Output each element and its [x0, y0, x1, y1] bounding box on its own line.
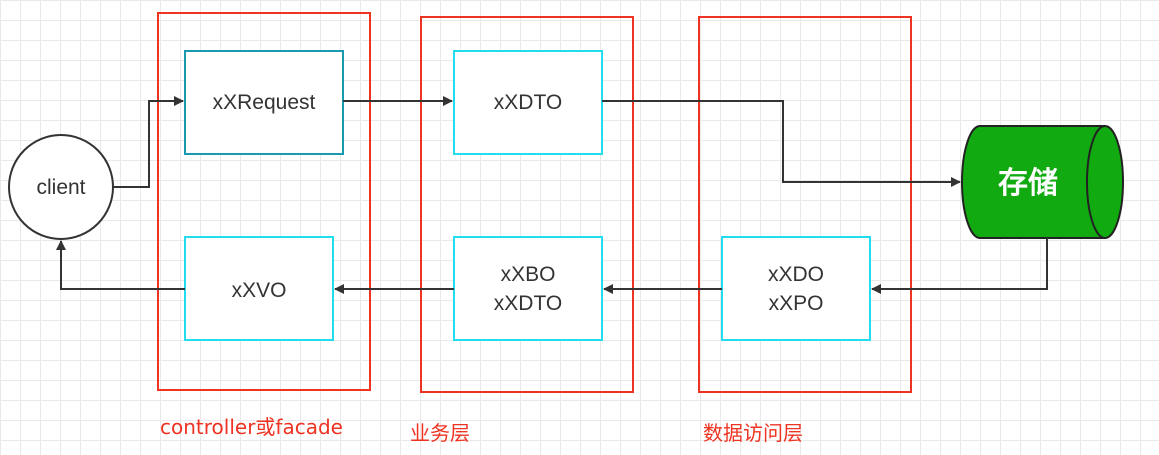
- request-node-box: [184, 50, 344, 155]
- do-label-line2: xXPO: [769, 292, 824, 315]
- arrow-client-to-request: [113, 96, 184, 188]
- bo-label-line2: xXDTO: [494, 292, 562, 315]
- do-node-box: [721, 236, 871, 341]
- arrow-vo-to-client: [56, 240, 185, 290]
- dto-node-box: [453, 50, 603, 155]
- arrow-dto-to-storage: [602, 100, 961, 187]
- data-access-layer-label: 数据访问层: [703, 421, 803, 445]
- storage-label: 存储: [998, 166, 1058, 201]
- vo-label: xXVO: [232, 279, 287, 302]
- controller-layer-box: [157, 12, 371, 391]
- storage-cylinder-rim: [1086, 125, 1106, 239]
- bo-label-line1: xXBO: [501, 263, 556, 286]
- request-label: xXRequest: [213, 91, 316, 114]
- controller-layer-label: controller或facade: [160, 415, 343, 439]
- client-label: client: [36, 176, 85, 199]
- dto-label: xXDTO: [494, 91, 562, 114]
- service-layer-box: [420, 16, 634, 393]
- service-layer-label: 业务层: [410, 421, 470, 445]
- vo-node-box: [184, 236, 334, 341]
- do-label-line1: xXDO: [768, 263, 824, 286]
- bo-node-box: [453, 236, 603, 341]
- data-access-layer-box: [698, 16, 912, 393]
- arrow-storage-to-do: [871, 238, 1048, 294]
